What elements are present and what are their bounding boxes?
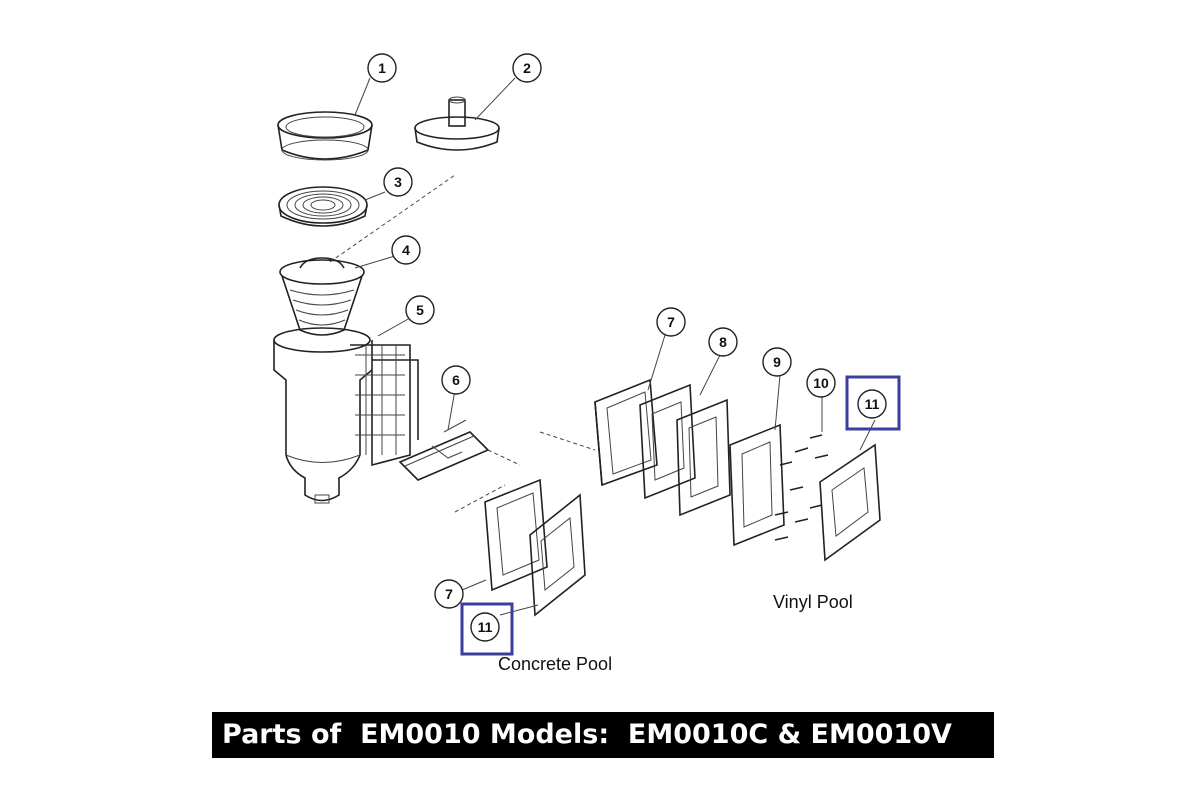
svg-text:8: 8 bbox=[719, 334, 727, 350]
svg-text:11: 11 bbox=[865, 396, 880, 412]
part-7-faceplate-vinyl bbox=[594, 378, 658, 487]
callout-4: 4 bbox=[391, 235, 421, 265]
highlight-box-vinyl bbox=[845, 375, 901, 431]
svg-text:10: 10 bbox=[813, 375, 829, 391]
svg-text:9: 9 bbox=[773, 354, 781, 370]
callout-11-concrete: 11 bbox=[460, 602, 514, 656]
svg-text:6: 6 bbox=[452, 372, 460, 388]
assembly-lines bbox=[329, 174, 596, 513]
callout-7-vinyl: 7 bbox=[656, 307, 686, 337]
svg-text:11: 11 bbox=[478, 619, 493, 635]
part-8-gasket bbox=[639, 383, 731, 517]
part-4-basket bbox=[279, 257, 365, 336]
callout-8: 8 bbox=[708, 327, 738, 357]
svg-text:3: 3 bbox=[394, 174, 402, 190]
part-11-trim-vinyl bbox=[819, 443, 881, 562]
highlight-box-concrete bbox=[460, 602, 514, 656]
part-10-screws bbox=[774, 434, 829, 541]
svg-text:2: 2 bbox=[523, 60, 531, 76]
callout-10: 10 bbox=[806, 368, 836, 398]
callout-5: 5 bbox=[405, 295, 435, 325]
label-concrete-pool: Concrete Pool bbox=[498, 654, 612, 674]
callout-1: 1 bbox=[367, 53, 397, 83]
svg-text:7: 7 bbox=[445, 586, 453, 602]
label-vinyl-pool: Vinyl Pool bbox=[773, 592, 853, 612]
callout-2: 2 bbox=[512, 53, 542, 83]
callout-11-vinyl: 11 bbox=[845, 375, 901, 431]
leader-lines bbox=[354, 77, 876, 616]
part-3-strainer-disc bbox=[278, 186, 368, 227]
callout-9: 9 bbox=[762, 347, 792, 377]
part-11-trim-concrete bbox=[529, 493, 586, 617]
part-9-plate bbox=[729, 423, 785, 547]
part-7-faceplate-concrete bbox=[484, 478, 548, 592]
title-banner: Parts of EM0010 Models: EM0010C & EM0010… bbox=[212, 712, 994, 758]
part-1-ring bbox=[277, 111, 373, 161]
svg-text:7: 7 bbox=[667, 314, 675, 330]
callout-6: 6 bbox=[441, 365, 471, 395]
callout-7-concrete: 7 bbox=[434, 579, 464, 609]
svg-text:4: 4 bbox=[402, 242, 410, 258]
callout-3: 3 bbox=[383, 167, 413, 197]
svg-text:5: 5 bbox=[416, 302, 424, 318]
part-6-weir bbox=[398, 419, 490, 481]
part-2-float-valve bbox=[414, 96, 500, 151]
svg-text:1: 1 bbox=[378, 60, 386, 76]
part-5-skimmer-body bbox=[273, 327, 419, 504]
